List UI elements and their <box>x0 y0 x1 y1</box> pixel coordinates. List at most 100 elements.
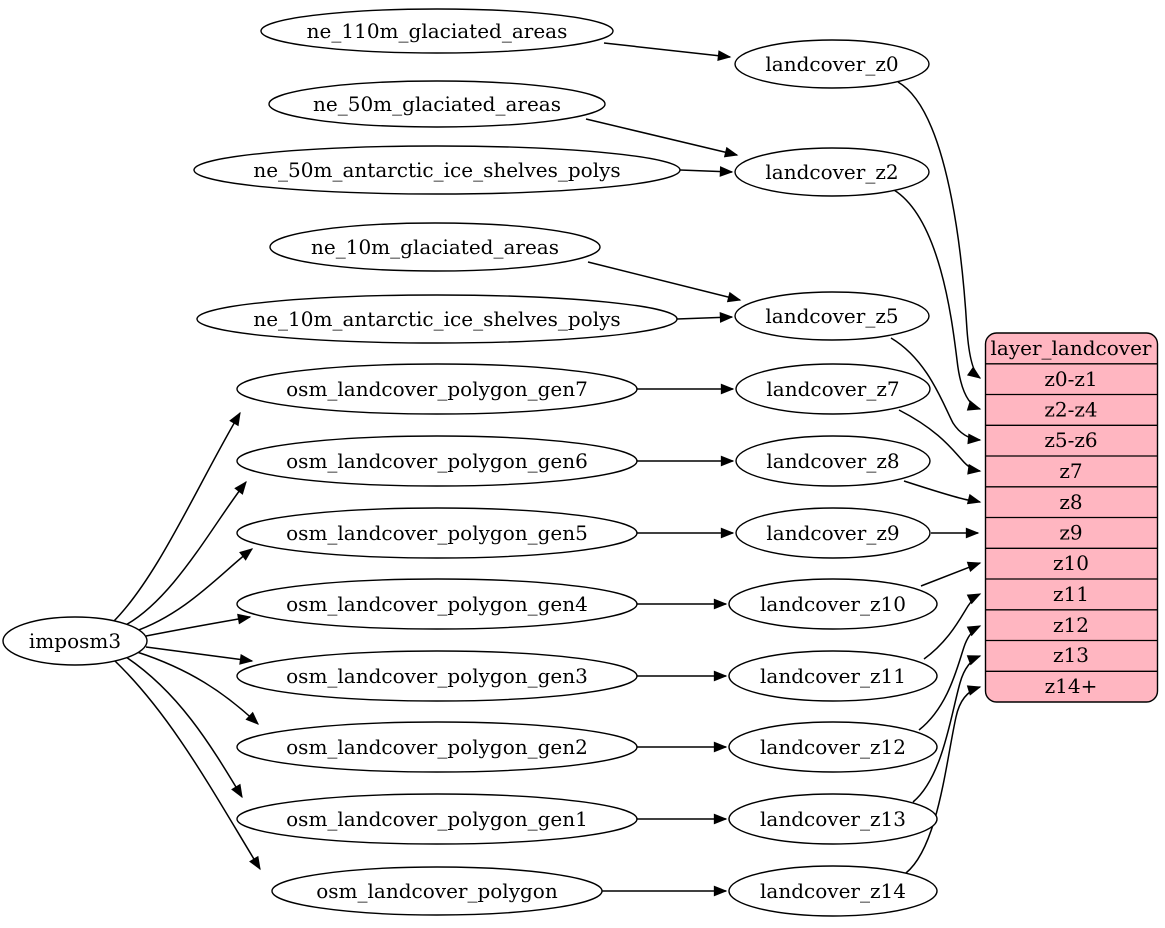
node-landcover-z2: landcover_z2 <box>734 147 930 197</box>
node-shape <box>236 650 638 702</box>
node-label: landcover_z14 <box>760 879 906 903</box>
edge-ne110m-z0 <box>603 42 732 62</box>
nodes: imposm3 ne_110m_glaciated_areas ne_50m_g… <box>2 8 938 917</box>
edge-imposm3-gen5 <box>132 548 254 633</box>
edge-imposm3-polygon <box>114 660 261 871</box>
node-shape <box>269 222 601 272</box>
node-label: landcover_z12 <box>760 735 906 759</box>
node-shape <box>728 865 938 917</box>
edge-imposm3-gen2 <box>136 651 259 725</box>
node-shape <box>236 363 638 415</box>
node-shape <box>728 650 938 702</box>
node-landcover-z11: landcover_z11 <box>728 650 938 702</box>
node-label: ne_110m_glaciated_areas <box>307 19 568 43</box>
record-row-label: z7 <box>1059 459 1082 483</box>
edge-z14-row <box>905 685 982 874</box>
edge-z11-row <box>923 593 982 660</box>
node-osm-landcover-polygon-gen7: osm_landcover_polygon_gen7 <box>236 363 638 415</box>
node-shape <box>728 721 938 773</box>
edge-imposm3-gen6 <box>121 480 247 628</box>
node-osm-landcover-polygon-gen5: osm_landcover_polygon_gen5 <box>236 507 638 559</box>
node-label: osm_landcover_polygon_gen7 <box>286 377 588 401</box>
node-shape <box>260 8 614 54</box>
node-osm-landcover-polygon-gen4: osm_landcover_polygon_gen4 <box>236 578 638 630</box>
record-row-label: z10 <box>1053 551 1089 575</box>
node-ne-50m-glaciated-areas: ne_50m_glaciated_areas <box>268 80 606 128</box>
node-label: ne_10m_glaciated_areas <box>311 235 559 259</box>
record-layer-landcover: layer_landcover z0-z1 z2-z4 z5-z6 z7 z8 … <box>984 332 1159 703</box>
node-landcover-z8: landcover_z8 <box>735 435 931 487</box>
node-label: imposm3 <box>29 629 121 653</box>
edge-ne50m-ant-z2 <box>679 166 734 177</box>
node-label: landcover_z8 <box>766 449 899 473</box>
node-label: landcover_z11 <box>760 664 906 688</box>
node-label: ne_10m_antarctic_ice_shelves_polys <box>253 307 620 331</box>
record-row-label: z0-z1 <box>1044 367 1097 391</box>
edge-imposm3-gen4 <box>145 613 252 637</box>
node-shape <box>734 39 930 89</box>
node-landcover-z0: landcover_z0 <box>734 39 930 89</box>
record-row-label: z13 <box>1053 643 1089 667</box>
node-landcover-z5: landcover_z5 <box>734 291 930 341</box>
node-label: osm_landcover_polygon_gen2 <box>286 735 588 759</box>
node-landcover-z10: landcover_z10 <box>728 578 938 630</box>
edge-imposm3-gen7 <box>112 411 241 623</box>
edge-imposm3-gen3 <box>145 646 254 665</box>
node-shape <box>193 145 681 195</box>
edge-z8-row <box>903 480 982 505</box>
edge-ne50m-z2 <box>585 118 739 158</box>
record-row-label: z12 <box>1053 613 1089 637</box>
node-imposm3-shape <box>2 616 148 666</box>
node-landcover-z7: landcover_z7 <box>735 363 931 415</box>
node-ne-10m-glaciated-areas: ne_10m_glaciated_areas <box>269 222 601 272</box>
node-shape <box>236 721 638 773</box>
node-shape <box>734 291 930 341</box>
node-landcover-z9: landcover_z9 <box>735 507 931 559</box>
node-ne-50m-antarctic-ice-shelves-polys: ne_50m_antarctic_ice_shelves_polys <box>193 145 681 195</box>
node-imposm3: imposm3 <box>2 616 148 666</box>
node-label: ne_50m_antarctic_ice_shelves_polys <box>253 158 620 182</box>
edges <box>112 42 982 897</box>
node-landcover-z14: landcover_z14 <box>728 865 938 917</box>
node-label: landcover_z9 <box>766 521 899 545</box>
node-label: osm_landcover_polygon <box>316 879 558 903</box>
record-row-label: z9 <box>1059 521 1082 545</box>
record-row-label: z2-z4 <box>1044 398 1097 422</box>
record-title: layer_landcover <box>991 336 1152 360</box>
node-shape <box>735 507 931 559</box>
node-label: landcover_z7 <box>766 377 899 401</box>
node-shape <box>236 793 638 845</box>
node-ne-10m-antarctic-ice-shelves-polys: ne_10m_antarctic_ice_shelves_polys <box>196 294 678 344</box>
node-label: osm_landcover_polygon_gen1 <box>286 807 588 831</box>
record-row-label: z14+ <box>1045 674 1098 698</box>
edge-z7-row <box>898 409 982 475</box>
node-shape <box>734 147 930 197</box>
node-shape <box>735 363 931 415</box>
node-label: landcover_z10 <box>760 592 906 616</box>
node-label: landcover_z5 <box>765 304 898 328</box>
node-shape <box>728 793 938 845</box>
edge-z12-row <box>918 625 982 731</box>
record-row-label: z5-z6 <box>1044 428 1097 452</box>
node-shape <box>236 578 638 630</box>
node-osm-landcover-polygon-gen1: osm_landcover_polygon_gen1 <box>236 793 638 845</box>
edge-ne10m-ant-z5 <box>676 312 734 323</box>
node-label: osm_landcover_polygon_gen4 <box>286 592 588 616</box>
node-shape <box>268 80 606 128</box>
node-landcover-z13: landcover_z13 <box>728 793 938 845</box>
node-shape <box>236 507 638 559</box>
node-label: osm_landcover_polygon_gen6 <box>286 449 588 473</box>
node-label: osm_landcover_polygon_gen3 <box>286 664 588 688</box>
edge-z0-row <box>897 81 982 379</box>
record-row-label: z8 <box>1059 490 1082 514</box>
node-shape <box>236 435 638 487</box>
node-osm-landcover-polygon-gen6: osm_landcover_polygon_gen6 <box>236 435 638 487</box>
edge-z13-row <box>912 655 982 803</box>
node-label: landcover_z2 <box>765 160 898 184</box>
edge-z2-row <box>893 189 982 411</box>
node-shape <box>735 435 931 487</box>
record-row-label: z11 <box>1053 582 1089 606</box>
edge-imposm3-gen1 <box>125 656 243 799</box>
